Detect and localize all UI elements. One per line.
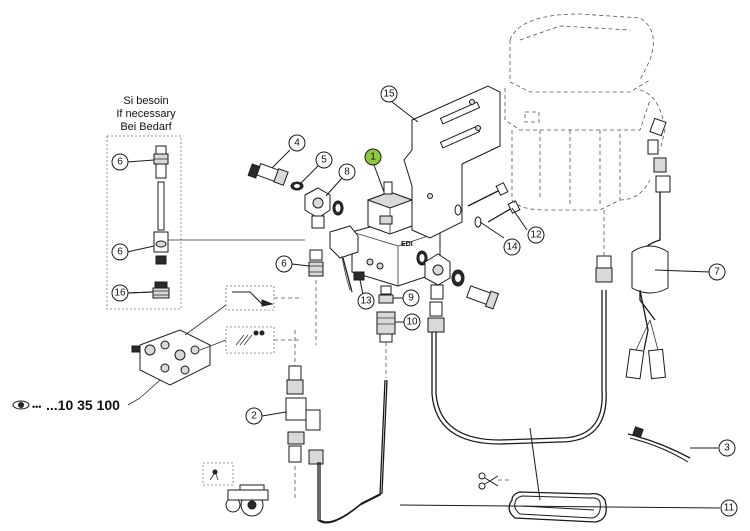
callout-11[interactable]: 11 [720,499,738,517]
svg-text:15: 15 [383,89,395,100]
scissors-icon [478,472,512,490]
hose-end-fitting [595,210,613,283]
kit-fitting-top [153,145,169,179]
svg-text:9: 9 [408,293,414,304]
callout-2[interactable]: 2 [245,407,263,425]
callout-6b[interactable]: 6 [111,243,129,261]
callout-6c[interactable]: 6 [275,255,293,273]
svg-text:10: 10 [406,317,418,328]
hydraulic-distributor-icon [131,304,227,399]
optional-kit-frame [106,135,182,310]
nut-13 [353,271,365,281]
module-label: EDI [401,241,413,248]
note-line-1: Si besoin [123,95,168,107]
svg-text:6: 6 [117,247,123,258]
callout-8[interactable]: 8 [338,163,356,181]
elbow-right [424,253,451,300]
callout-15[interactable]: 15 [380,85,398,103]
callout-16[interactable]: 16 [111,284,129,302]
kit-fitting-mid [153,231,169,265]
svg-text:12: 12 [530,230,542,241]
callouts: 1 2 3 4 5 6 6 6 7 8 9 10 11 12 13 14 15 … [111,85,738,517]
callout-10[interactable]: 10 [403,313,421,331]
svg-text:•••: ••• [32,402,41,412]
callout-13[interactable]: 13 [357,292,375,310]
tractor-icon [202,462,269,517]
callout-14[interactable]: 14 [503,238,521,256]
svg-text:2: 2 [251,411,257,422]
callout-5[interactable]: 5 [315,151,333,169]
svg-text:5: 5 [321,155,327,166]
fitting-4 [247,162,289,186]
fitting-under-elbow [427,301,445,333]
solenoid-valve-block: EDI [329,181,441,293]
tee-valve-assembly [261,330,324,500]
svg-text:6: 6 [281,259,287,270]
hose-right-outer [431,290,607,445]
callout-6a[interactable]: 6 [111,153,129,171]
callout-3[interactable]: 3 [718,439,736,457]
fitting-9 [378,285,394,304]
hose-left-outer [319,379,388,523]
banjo-bolt [466,285,500,310]
bolts-12-14 [454,182,521,228]
cable-tie [627,426,691,463]
note-line-3: Bei Bedarf [120,121,172,133]
optional-kit: Si besoin If necessary Bei Bedarf [106,95,305,310]
svg-text:16: 16 [114,288,126,299]
note-line-2: If necessary [116,108,176,120]
svg-text:13: 13 [360,296,372,307]
svg-text:7: 7 [714,267,720,278]
reference-link[interactable]: ••• ...10 35 100 [12,397,141,413]
callout-7[interactable]: 7 [708,263,726,281]
svg-text:8: 8 [344,167,350,178]
mounting-bracket [403,85,501,239]
fitting-6c [308,249,324,345]
callout-4[interactable]: 4 [288,134,306,152]
hose-left [317,379,386,524]
svg-text:1: 1 [370,152,376,163]
sprayer-nozzle-icon [225,285,300,354]
hose-right [435,290,603,441]
svg-text:3: 3 [724,443,730,454]
control-unit [504,13,666,211]
svg-text:6: 6 [117,157,123,168]
callout-12[interactable]: 12 [527,226,545,244]
fitting-10 [376,311,396,378]
elbow-8 [304,187,331,229]
kit-tube [157,181,165,231]
leader-lines [127,101,721,509]
callout-1[interactable]: 1 [364,148,382,166]
svg-text:4: 4 [294,138,300,149]
reference-number: ...10 35 100 [46,397,120,413]
svg-text:11: 11 [724,503,735,514]
eye-icon [12,400,30,410]
kit-fitting-bottom [152,281,170,299]
callout-9[interactable]: 9 [402,289,420,307]
wiring-harness [625,117,671,380]
svg-text:14: 14 [506,242,518,253]
